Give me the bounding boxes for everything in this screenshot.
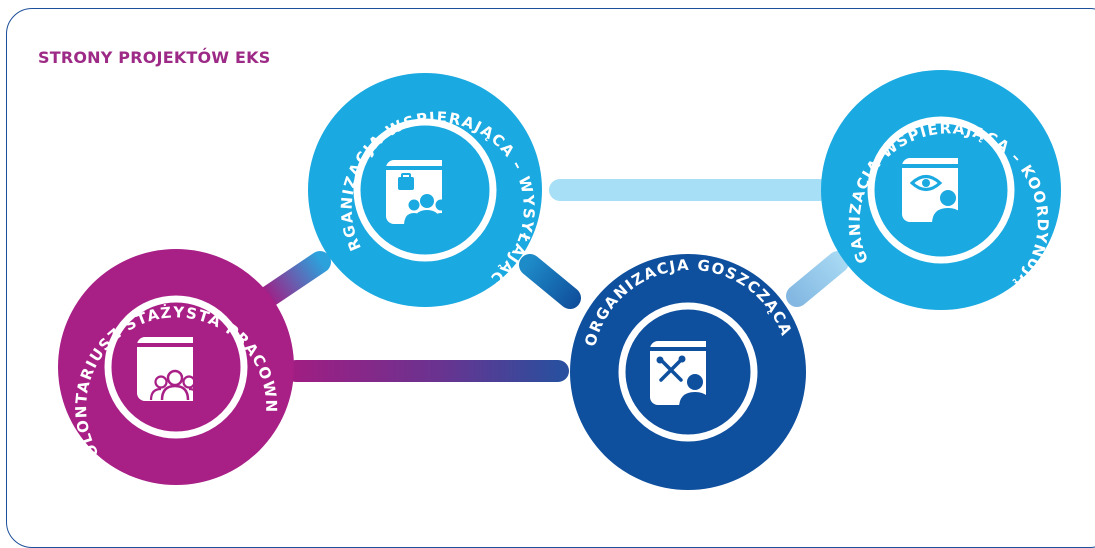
book-people-icon [137, 337, 201, 401]
book-suitcase-people-icon [386, 160, 451, 226]
page-title: STRONY PROJEKTÓW EKS [38, 48, 271, 67]
book-eye-person-icon [902, 158, 964, 224]
eks-diagram: ORGANIZACJA WSPIERAJĄCA – WYSYŁAJĄCA ORG… [0, 0, 1061, 490]
connector-host-coordinating [786, 251, 849, 307]
node-volunteer: WOLONTARIUSZ STAŻYSTA PRACOWNIK [0, 0, 294, 485]
node-host-organization: ORGANIZACJA GOSZCZĄCA [570, 254, 806, 490]
node-sending-organization: ORGANIZACJA WSPIERAJĄCA – WYSYŁAJĄCA [0, 0, 542, 307]
book-tools-person-icon [650, 341, 711, 408]
connector-volunteer-sending [257, 251, 331, 308]
connector-sending-host [519, 254, 581, 309]
